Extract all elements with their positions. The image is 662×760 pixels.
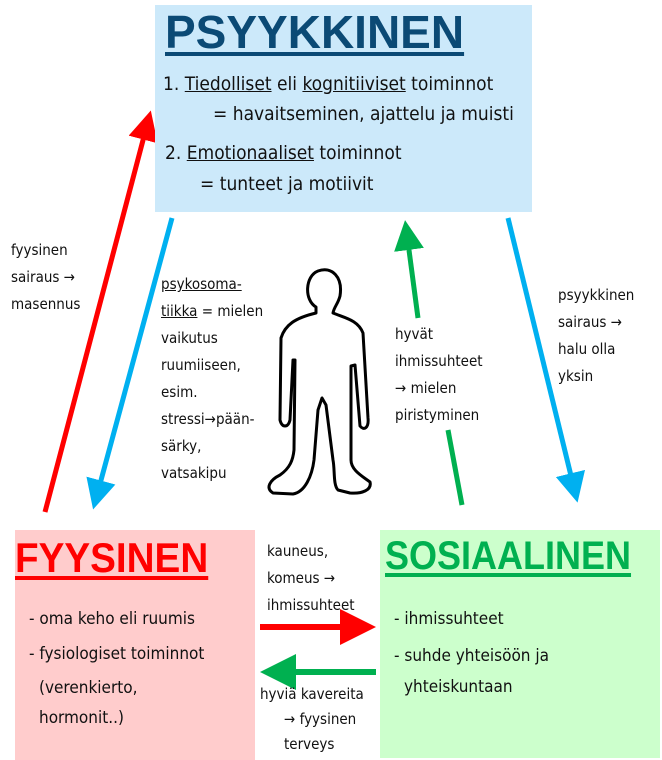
- arrow-sosiaalinen-to-psyykkinen: [394, 220, 424, 319]
- term: tiikka: [161, 302, 198, 320]
- item-number: 1.: [163, 73, 180, 95]
- item-number: 2.: [165, 142, 182, 164]
- note-psykosomatiikka: psykosoma- tiikka = mielen vaikutus ruum…: [161, 271, 263, 487]
- note-psyykkinen-to-sosiaalinen: psyykkinen sairaus → halu olla yksin: [558, 282, 634, 390]
- fyysinen-title: FYYSINEN: [15, 534, 209, 581]
- term-emotionaaliset: Emotionaaliset: [186, 142, 314, 164]
- note-line: esim.: [161, 383, 198, 401]
- note-sosiaalinen-to-fyysinen: hyviä kavereita → fyysinen terveys: [260, 682, 364, 757]
- fyysinen-item: hormonit..): [39, 708, 124, 728]
- note-line: särky,: [161, 437, 202, 455]
- note-line: kauneus,: [267, 542, 329, 560]
- fyysinen-item: (verenkierto,: [39, 678, 138, 698]
- psyykkinen-title: PSYYKKINEN: [165, 6, 465, 58]
- text: eli: [271, 73, 303, 95]
- note-line: → mielen: [395, 379, 457, 397]
- note-line: fyysinen: [11, 241, 68, 259]
- fyysinen-item: - fysiologiset toiminnot: [29, 644, 205, 664]
- note-line: → fyysinen: [284, 710, 357, 728]
- sosiaalinen-item: yhteiskuntaan: [404, 677, 513, 697]
- psyykkinen-item-1-desc: = havaitseminen, ajattelu ja muisti: [213, 103, 514, 125]
- note-line: ruumiiseen,: [161, 356, 241, 374]
- note-fyysinen-to-sosiaalinen: kauneus, komeus → ihmissuhteet: [267, 538, 355, 619]
- sosiaalinen-item: - suhde yhteisöön ja: [394, 646, 549, 666]
- arrow-fyysinen-to-psyykkinen: [42, 110, 158, 513]
- note-fyysinen-to-psyykkinen: fyysinen sairaus → masennus: [11, 237, 80, 318]
- arrow-psyykkinen-to-sosiaalinen: [505, 217, 586, 503]
- fyysinen-item: - oma keho eli ruumis: [29, 609, 195, 629]
- arrow-sosiaalinen-to-psyykkinen-lower: [445, 429, 465, 506]
- sosiaalinen-title: SOSIAALINEN: [385, 534, 632, 578]
- sosiaalinen-item: - ihmissuhteet: [394, 609, 504, 629]
- note-line: komeus →: [267, 569, 336, 587]
- sosiaalinen-box: SOSIAALINEN - ihmissuhteet - suhde yhtei…: [380, 530, 660, 758]
- note-line: psyykkinen: [558, 286, 635, 304]
- note-line: hyvät: [395, 325, 434, 343]
- note-line: terveys: [284, 735, 335, 753]
- text: toiminnot: [405, 73, 494, 95]
- psyykkinen-item-1: 1. Tiedolliset eli kognitiiviset toiminn…: [163, 73, 493, 95]
- term-tiedolliset: Tiedolliset: [184, 73, 272, 95]
- note-line: vatsakipu: [161, 464, 227, 482]
- note-line: sairaus →: [11, 268, 76, 286]
- note-line: sairaus →: [558, 313, 623, 331]
- note-line: masennus: [11, 295, 81, 313]
- fyysinen-box: FYYSINEN - oma keho eli ruumis - fysiolo…: [15, 530, 255, 760]
- note-line: ihmissuhteet: [267, 596, 355, 614]
- note-line: piristyminen: [395, 406, 480, 424]
- term-kognitiiviset: kognitiiviset: [302, 73, 406, 95]
- note-line: stressi→pään-: [161, 410, 255, 428]
- psyykkinen-box: PSYYKKINEN 1. Tiedolliset eli kognitiivi…: [155, 5, 532, 212]
- note-line: halu olla: [558, 340, 616, 358]
- text: toiminnot: [313, 142, 402, 164]
- note-line: ihmissuhteet: [395, 352, 483, 370]
- note-line: psykosoma-: [161, 275, 242, 293]
- human-figure-icon: [267, 268, 372, 496]
- note-text: = mielen: [197, 302, 264, 320]
- note-line: hyviä kavereita: [260, 685, 364, 703]
- note-line: vaikutus: [161, 329, 218, 347]
- psyykkinen-item-2: 2. Emotionaaliset toiminnot: [165, 142, 402, 164]
- psyykkinen-item-2-desc: = tunteet ja motiivit: [200, 173, 374, 195]
- arrow-psyykkinen-to-fyysinen: [86, 217, 175, 510]
- note-line: yksin: [558, 367, 594, 385]
- note-sosiaalinen-to-psyykkinen: hyvät ihmissuhteet → mielen piristyminen: [395, 321, 483, 429]
